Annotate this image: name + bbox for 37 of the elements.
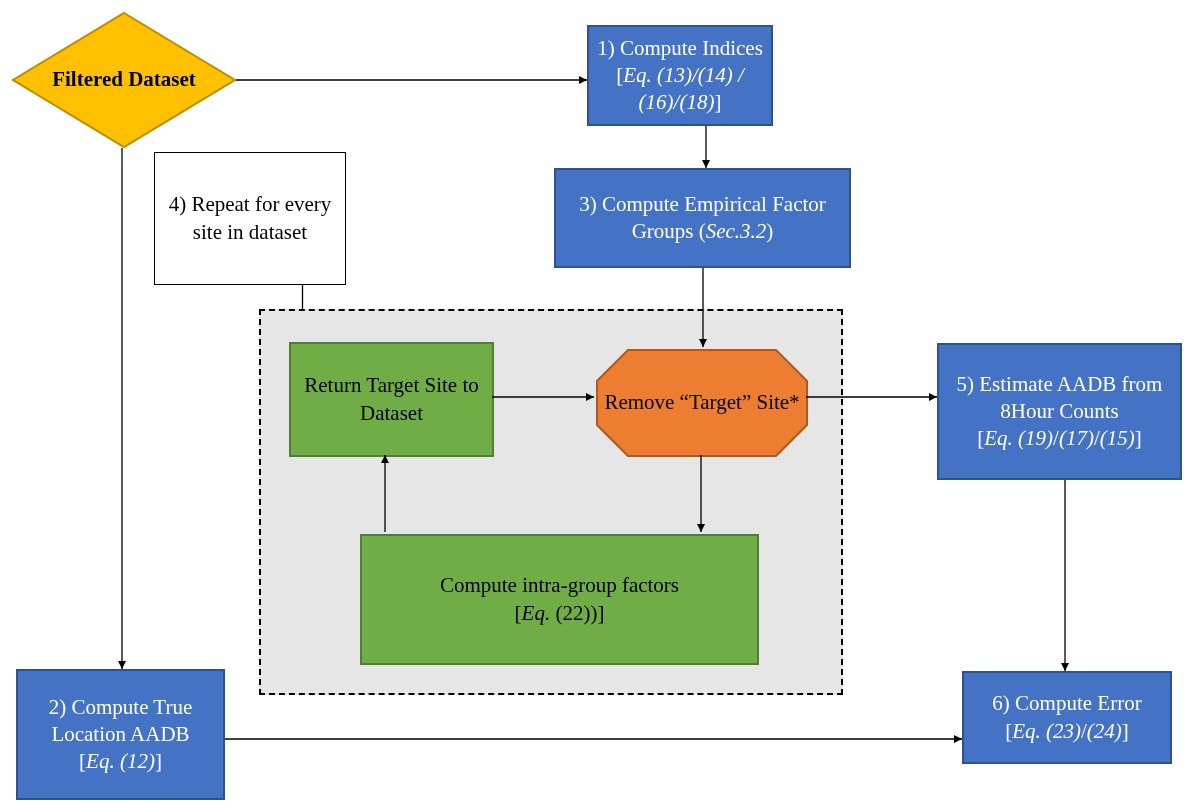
process-box — [962, 671, 1172, 764]
node-label: [Eq. (23)/(24)] — [1005, 717, 1129, 745]
node-label: 2) Compute True Location AADB — [47, 693, 194, 748]
arrow — [224, 735, 963, 743]
arrow — [697, 454, 705, 533]
dashed-group-box — [259, 309, 843, 695]
process-box — [554, 168, 851, 268]
node-label: Return Target Site to Dataset — [303, 372, 480, 427]
process-box — [289, 342, 494, 457]
arrow — [118, 147, 126, 670]
arrow — [699, 267, 707, 348]
arrow — [805, 393, 938, 401]
node-label: 6) Compute Error — [992, 690, 1142, 718]
node-label: 1) Compute Indices — [597, 34, 763, 62]
node-label: [Eq. (19)/(17)/(15)] — [977, 425, 1142, 453]
decision-diamond — [12, 12, 236, 148]
node-label: 5) Estimate AADB from 8Hour Counts — [955, 370, 1164, 425]
node-label: Filtered Dataset — [52, 66, 196, 94]
node-label: 4) Repeat for every site in dataset — [167, 191, 333, 246]
node-label: [Eq. (12)] — [79, 748, 162, 776]
process-box — [16, 669, 225, 800]
node-label: 3) Compute Empirical Factor Groups (Sec.3.2) — [578, 190, 827, 245]
node-label: Compute intra-group factors — [439, 572, 680, 600]
node-label: [Eq. (22))] — [514, 599, 605, 627]
arrow — [1061, 479, 1069, 672]
process-box — [360, 534, 759, 665]
arrow — [235, 76, 588, 84]
node-label: [Eq. (13)/(14) / (16)/(18)] — [615, 61, 747, 117]
process-box — [587, 25, 773, 126]
node-label: Remove “Target” Site* — [604, 389, 800, 417]
arrow — [381, 454, 389, 533]
note-box — [154, 152, 346, 285]
octagon-shape — [596, 349, 808, 457]
process-box — [937, 343, 1182, 480]
arrow — [702, 125, 710, 169]
arrow — [491, 393, 595, 401]
leader-line — [301, 284, 304, 310]
